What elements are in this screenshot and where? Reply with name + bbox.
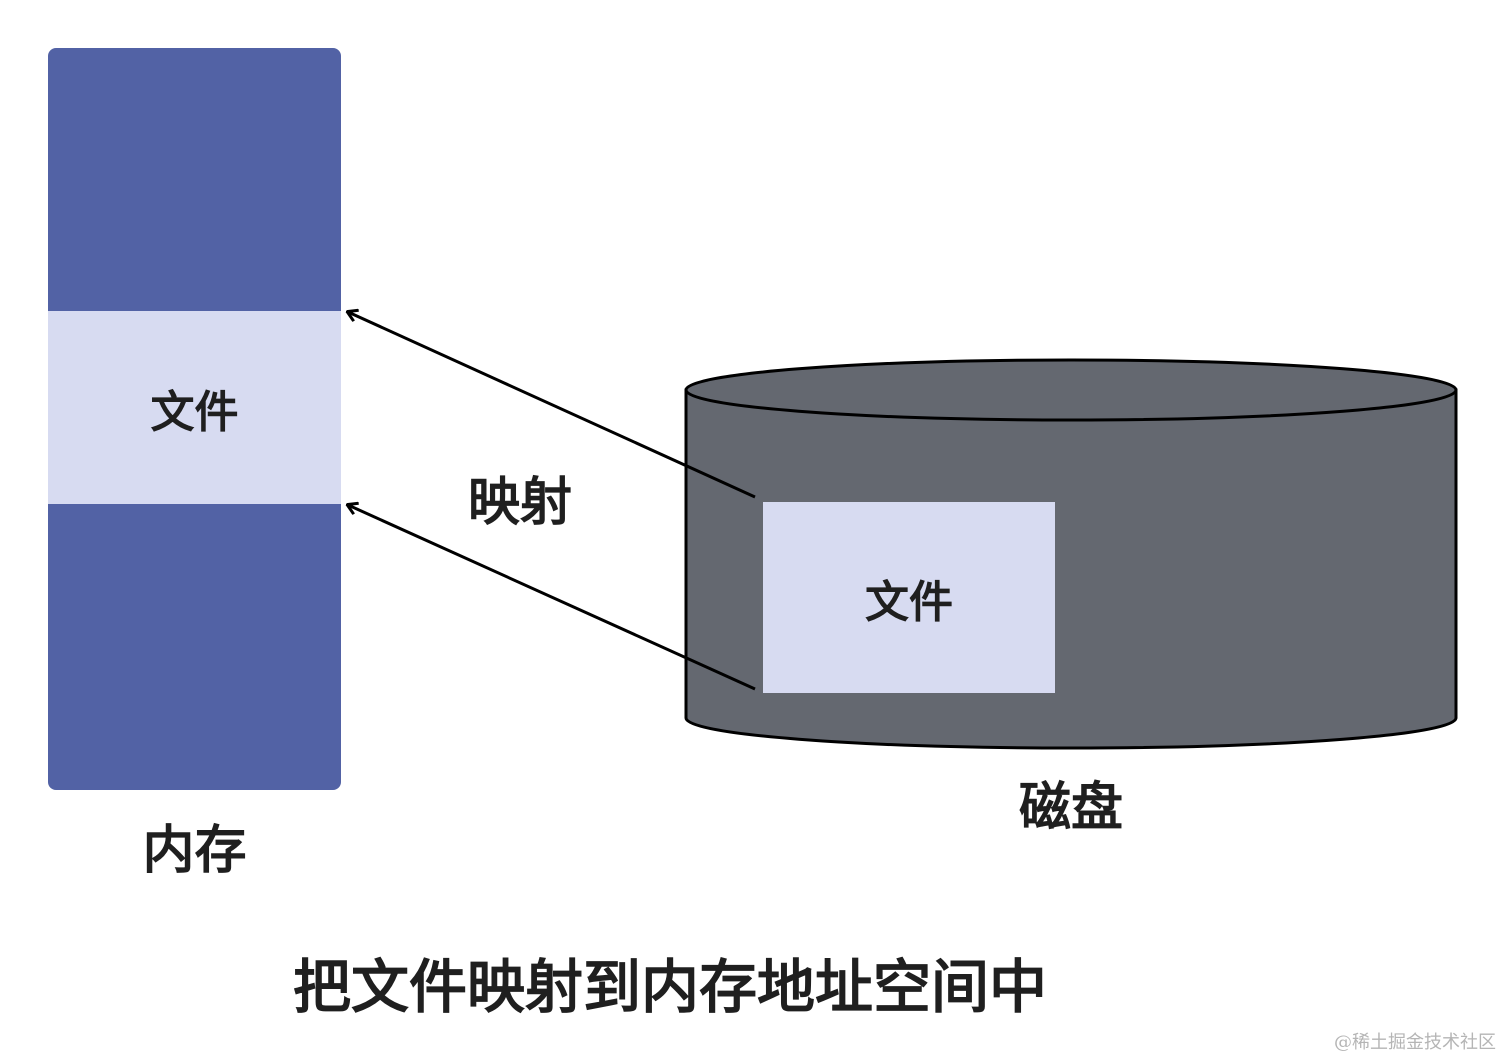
disk-cylinder-top <box>684 358 1458 422</box>
disk-caption: 磁盘 <box>1018 778 1123 838</box>
memory-bar: 文件 <box>48 48 341 790</box>
memory-file-label: 文件 <box>150 386 239 438</box>
memory-region-bottom <box>48 504 341 790</box>
mapping-label: 映射 <box>468 473 573 533</box>
memory-file-region: 文件 <box>48 311 341 504</box>
mapping-arrow-top <box>348 312 756 499</box>
disk-file-region: 文件 <box>763 502 1055 693</box>
memory-region-top <box>48 48 341 311</box>
mapping-arrow-bottom <box>348 505 756 691</box>
disk-file-label: 文件 <box>865 576 953 628</box>
memory-caption: 内存 <box>142 821 247 881</box>
watermark: @稀土掘金技术社区 <box>1334 1032 1496 1053</box>
main-caption: 把文件映射到内存地址空间中 <box>292 953 1047 1021</box>
